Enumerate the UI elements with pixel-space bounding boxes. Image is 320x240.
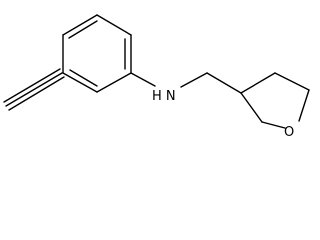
nitrogen-methylene-bond — [180, 72, 208, 88]
tetrahydrofuran-ring — [240, 72, 310, 129]
ring-bond — [62, 72, 98, 93]
ring-bond — [96, 14, 132, 36]
methylene-ring-bond — [206, 72, 242, 94]
aryl-nitrogen-bond — [130, 72, 156, 87]
thf-bond — [261, 121, 286, 129]
ring-bond — [96, 72, 132, 93]
triple-bond-line-3 — [3, 68, 61, 103]
methylene-linker — [180, 72, 242, 94]
structure-canvas: H N O — [3, 14, 310, 140]
triple-bond-line-2 — [8, 76, 65, 111]
thf-bond — [298, 89, 310, 122]
chemical-structure-diagram: H N O — [3, 14, 310, 140]
thf-bond — [240, 72, 276, 94]
thf-bond — [240, 92, 263, 123]
triple-bond-line-1 — [5, 72, 63, 107]
ethynyl-group — [3, 68, 65, 111]
nitrogen-atom-label: H N — [152, 89, 176, 104]
ring-double-bond — [68, 20, 98, 39]
ring-bond — [62, 14, 98, 36]
thf-bond — [274, 72, 310, 91]
benzene-ring — [62, 14, 132, 93]
ring-double-bond — [69, 69, 98, 87]
oxygen-atom-label: O — [284, 125, 294, 140]
